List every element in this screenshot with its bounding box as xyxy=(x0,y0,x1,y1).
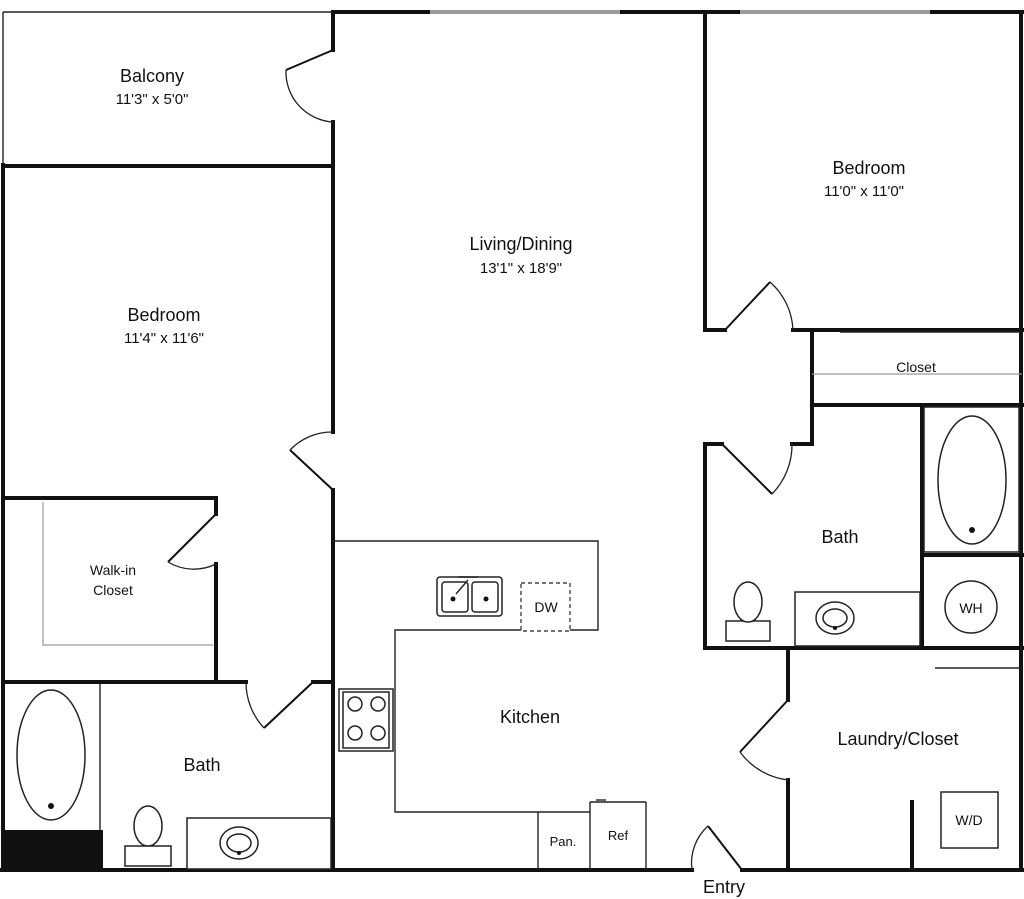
room-labels: Balcony 11'3" x 5'0" Living/Dining 13'1"… xyxy=(90,66,959,897)
left-bathtub-icon xyxy=(16,684,101,830)
bedroom-right-dims: 11'0" x 11'0" xyxy=(824,183,904,200)
refrigerator-label: Ref xyxy=(608,828,629,843)
water-heater: WH xyxy=(944,580,998,634)
bedroom-left-name: Bedroom xyxy=(127,305,200,325)
living-dims: 13'1" x 18'9" xyxy=(480,260,562,277)
walkin-line2: Closet xyxy=(93,582,133,598)
closet-name: Closet xyxy=(896,359,936,375)
dishwasher-label: DW xyxy=(534,599,558,615)
bath-left-name: Bath xyxy=(183,755,220,775)
kitchen-sink-icon xyxy=(436,576,503,617)
washer-dryer: W/D xyxy=(940,791,999,849)
right-vanity-icon xyxy=(794,591,921,647)
left-vanity-icon xyxy=(186,817,332,870)
dishwasher: DW xyxy=(520,582,571,632)
pantry-label: Pan. xyxy=(550,834,577,849)
interior-walls xyxy=(1,10,1024,872)
balcony-name: Balcony xyxy=(120,66,184,86)
kitchen-name: Kitchen xyxy=(500,707,560,727)
living-name: Living/Dining xyxy=(469,234,572,254)
right-toilet-icon xyxy=(725,581,771,642)
doors xyxy=(167,49,794,871)
washer-dryer-label: W/D xyxy=(955,812,982,828)
bedroom-left-dims: 11'4" x 11'6" xyxy=(124,330,204,347)
walkin-line1: Walk-in xyxy=(90,562,136,578)
bedroom-right-name: Bedroom xyxy=(832,158,905,178)
entry-label: Entry xyxy=(703,877,745,897)
closet-lines xyxy=(42,331,1022,646)
balcony-dims: 11'3" x 5'0" xyxy=(116,91,189,108)
right-bathtub-icon xyxy=(923,406,1020,553)
kitchen-counters xyxy=(333,540,647,870)
water-heater-label: WH xyxy=(959,600,982,616)
left-toilet-icon xyxy=(124,805,172,867)
laundry-name: Laundry/Closet xyxy=(837,729,958,749)
bath-right-name: Bath xyxy=(821,527,858,547)
stove-icon xyxy=(338,688,394,752)
windows xyxy=(68,10,930,168)
